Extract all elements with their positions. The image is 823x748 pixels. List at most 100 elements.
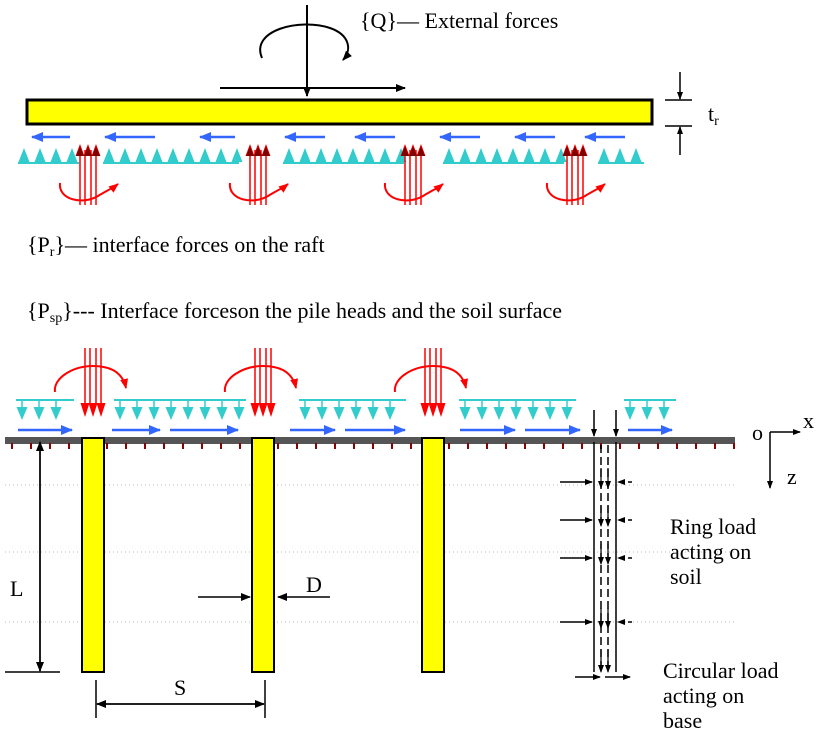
soil-load-head [114, 407, 126, 420]
raft-pile-force-shade [76, 146, 84, 156]
soil-pile-force-head [420, 403, 430, 417]
raft-soil-reaction [299, 148, 311, 162]
external-forces-label: {Q}— External forces [360, 8, 558, 33]
raft-pile-force-shade [579, 146, 587, 156]
raft-soil-reaction [507, 148, 519, 162]
soil-load-head [16, 407, 28, 420]
raft-soil-reaction [18, 148, 30, 162]
soil-pile-force-head [436, 403, 446, 417]
ring-load-label-1: Ring load [670, 514, 756, 539]
raft-soil-reaction [555, 148, 567, 162]
raft-pile-force-shade [563, 146, 571, 156]
raft-soil-reactions [18, 148, 644, 164]
raft-soil-reaction [331, 148, 343, 162]
raft-pile-force-shade [92, 146, 100, 156]
raft-soil-reaction [199, 148, 211, 162]
soil-layer-lines [5, 484, 735, 623]
raft [25, 98, 654, 126]
raft-soil-reaction [231, 148, 243, 162]
raft-soil-reaction [443, 148, 455, 162]
raft-soil-reaction [119, 148, 131, 162]
soil-load-head [384, 407, 396, 420]
pile [81, 437, 105, 673]
raft-pile-moment [383, 182, 444, 202]
raft-soil-reaction [630, 148, 642, 162]
pile-spacing-dimension [95, 680, 266, 718]
pile-length-label: L [10, 576, 23, 601]
soil-pile-force-head [80, 403, 90, 417]
raft-soil-reaction [215, 148, 227, 162]
soil-pile-moment [53, 364, 129, 393]
raft-soil-reaction [363, 148, 375, 162]
soil-load-head [233, 407, 245, 420]
x-axis-label: x [803, 408, 814, 433]
raft-soil-reaction [151, 148, 163, 162]
soil-surface-loads [16, 399, 676, 420]
ring-load-column [560, 410, 632, 680]
soil-load-head [624, 407, 636, 420]
soil-pile-force-head [96, 403, 106, 417]
soil-load-head [299, 407, 311, 420]
raft-soil-reaction [66, 148, 78, 162]
raft-soil-reaction [167, 148, 179, 162]
soil-load-head [367, 407, 379, 420]
raft-soil-reaction [379, 148, 391, 162]
circular-load-label-2: acting on [663, 683, 744, 708]
pile-diameter-label: D [306, 572, 322, 597]
raft-pile-forces [58, 144, 606, 205]
z-axis-label: z [787, 464, 797, 489]
origin-label: o [752, 420, 763, 445]
raft-soil-reaction [598, 148, 610, 162]
raft-pile-force-shade [401, 146, 409, 156]
raft-thickness-dimension [665, 72, 692, 155]
pile-forces-label: {Psp}--- Interface forceson the pile hea… [27, 298, 562, 326]
ring-load-label-3: soil [670, 564, 702, 589]
soil-load-head [50, 407, 62, 420]
raft-pile-force-shade [246, 146, 254, 156]
raft-soil-reaction [459, 148, 471, 162]
soil-pile-force-head [266, 403, 276, 417]
raft-soil-reaction [475, 148, 487, 162]
soil-load-head [459, 407, 471, 420]
raft-soil-reaction [283, 148, 295, 162]
soil-pile-moment [393, 364, 469, 393]
coordinate-axes [767, 429, 801, 489]
raft-thickness-label: tr [708, 101, 719, 129]
soil-load-head [561, 407, 573, 420]
pile-length-dimension [5, 441, 60, 673]
soil-load-head [544, 407, 556, 420]
ring-load-label-2: acting on [670, 539, 751, 564]
soil-pile-force-head [88, 403, 98, 417]
raft-pile-force-shade [84, 146, 92, 156]
raft-pile-force-shade [254, 146, 262, 156]
soil-load-head [199, 407, 211, 420]
raft-soil-reaction [135, 148, 147, 162]
piles [81, 437, 445, 673]
soil-load-head [216, 407, 228, 420]
soil-load-head [476, 407, 488, 420]
soil-load-head [527, 407, 539, 420]
pile [251, 437, 275, 673]
soil-pile-force-head [258, 403, 268, 417]
raft-pile-moment [545, 182, 606, 202]
ground-surface [5, 437, 735, 449]
raft-soil-reaction [347, 148, 359, 162]
soil-load-head [148, 407, 160, 420]
external-force-q [220, 5, 406, 97]
raft-soil-reaction [491, 148, 503, 162]
soil-load-head [316, 407, 328, 420]
soil-load-head [510, 407, 522, 420]
raft-pile-force-shade [409, 146, 417, 156]
raft-pile-force-shade [262, 146, 270, 156]
raft-forces-label: {Pr}— interface forces on the raft [27, 232, 325, 260]
soil-pile-moment [223, 364, 299, 393]
raft-pile-moment [228, 182, 289, 202]
pile-spacing-label: S [174, 675, 186, 700]
pile [421, 437, 445, 673]
raft-pile-moment [58, 182, 119, 202]
raft-pile-force-shade [571, 146, 579, 156]
raft-soil-reaction [315, 148, 327, 162]
circular-load-label-1: Circular load [663, 658, 778, 683]
raft-soil-reaction [103, 148, 115, 162]
